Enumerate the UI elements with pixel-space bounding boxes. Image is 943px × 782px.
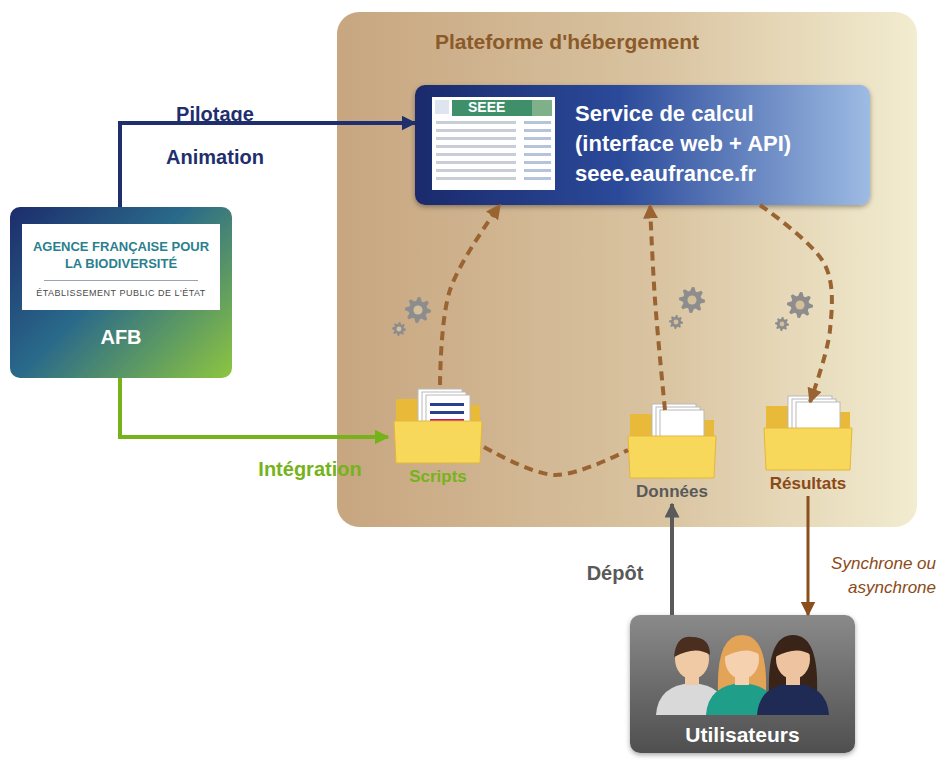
folder-node: Scripts <box>388 385 488 487</box>
logo-rule <box>44 280 198 281</box>
connector-label: Pilotage Animation <box>140 93 290 179</box>
gear-icon <box>392 322 406 336</box>
screenshot-logo: SEEE <box>468 99 505 115</box>
gear-icon <box>787 292 813 318</box>
connector-arrow <box>484 447 628 475</box>
folder-node: Résultats <box>758 392 858 494</box>
service-node: SEEE Service de calcul (interface web + A… <box>415 85 870 205</box>
connector-label: Intégration <box>235 457 385 481</box>
gear-icon <box>775 317 789 331</box>
gear-icon <box>405 297 431 323</box>
gear-icon <box>669 315 683 329</box>
connector-arrow <box>760 205 832 402</box>
users-node: Utilisateurs <box>630 615 855 753</box>
afb-node: AGENCE FRANÇAISE POUR LA BIODIVERSITÉ ÉTA… <box>10 207 232 378</box>
users-label: Utilisateurs <box>630 715 855 753</box>
web-screenshot: SEEE <box>432 97 555 190</box>
connector-label: Synchrone ou asynchrone <box>820 552 936 600</box>
connector-arrow <box>650 205 665 410</box>
folder-label: Résultats <box>758 472 858 494</box>
connector-arrow <box>807 496 810 615</box>
agency-name: AGENCE FRANÇAISE POUR LA BIODIVERSITÉ <box>31 238 211 272</box>
panel-node: Plateforme d'hébergementSEEE Service de c… <box>337 12 917 527</box>
connector-label: Dépôt <box>575 561 655 585</box>
agency-acronym: AFB <box>22 326 220 349</box>
platform-title: Plateforme d'hébergement <box>435 12 917 54</box>
folder-node: Données <box>622 400 722 502</box>
connector-arrow <box>440 205 500 385</box>
folder-label: Données <box>622 480 722 502</box>
gear-icon <box>679 287 705 313</box>
connector-arrow <box>120 378 388 437</box>
folder-icon <box>388 385 488 465</box>
connector-arrow <box>670 504 674 615</box>
folder-icon <box>758 392 858 472</box>
folder-label: Scripts <box>388 465 488 487</box>
agency-status: ÉTABLISSEMENT PUBLIC DE L'ÉTAT <box>30 288 212 298</box>
logo-panel: AGENCE FRANÇAISE POUR LA BIODIVERSITÉ ÉTA… <box>22 224 220 310</box>
people-illustration <box>630 615 855 715</box>
connector-arrow <box>120 123 415 207</box>
service-title: Service de calcul (interface web + API) … <box>575 85 850 189</box>
folder-icon <box>622 400 722 480</box>
